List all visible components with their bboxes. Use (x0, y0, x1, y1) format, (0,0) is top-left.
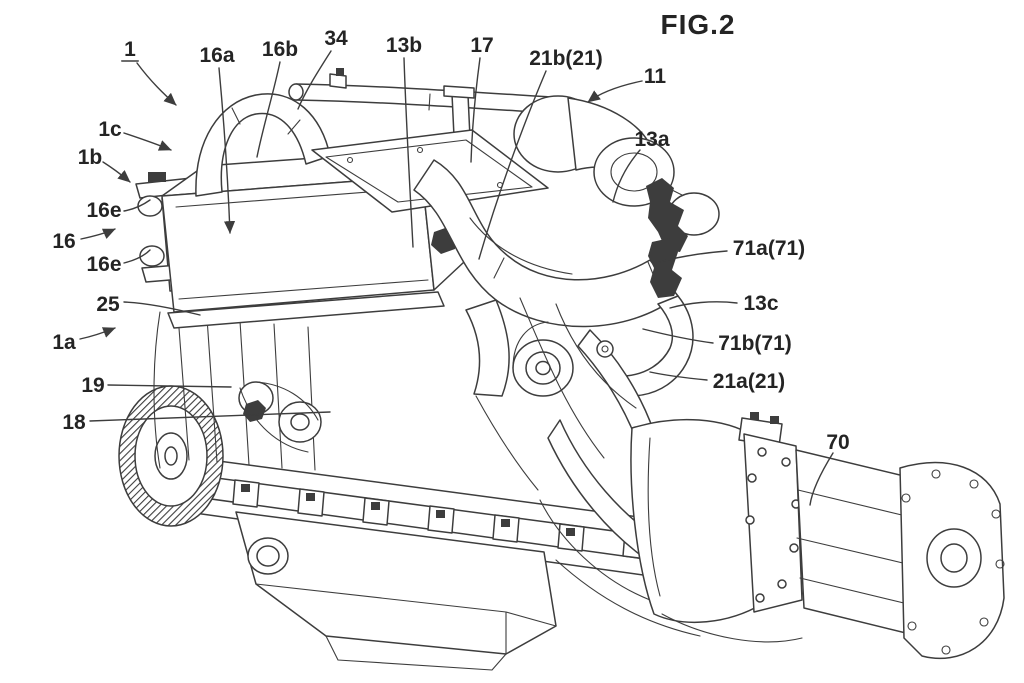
ref-number: 16e (86, 253, 121, 276)
ref-number: 21b(21) (529, 47, 603, 70)
ref-number: 1b (78, 146, 103, 169)
ref-label-21a21-21: 21a(21) (649, 370, 785, 393)
ref-number: 34 (324, 27, 348, 50)
ref-number: 1c (98, 118, 122, 141)
ref-number: 19 (81, 374, 104, 397)
ref-label-16e-11: 16e (86, 199, 151, 222)
ref-number: 16b (262, 38, 298, 61)
ref-number: 13a (634, 128, 669, 151)
ref-label-1a-15: 1a (52, 327, 116, 354)
ref-number: 1 (124, 38, 136, 61)
leader-line (612, 149, 641, 203)
ref-label-19-16: 19 (81, 374, 232, 397)
leader-line (642, 328, 714, 344)
leader-line (403, 57, 414, 248)
ref-number: 25 (96, 293, 120, 316)
leader-line (656, 250, 728, 264)
ref-number: 11 (644, 65, 667, 88)
leader-line (89, 411, 331, 422)
ref-number: 70 (826, 431, 849, 454)
leader-line (123, 301, 201, 316)
leader-line (256, 61, 281, 158)
intake-box (161, 147, 465, 329)
engine-mount-bracket-dark (646, 178, 688, 298)
leader-line (809, 452, 834, 506)
leader-line (669, 301, 738, 309)
ref-number: 18 (62, 411, 86, 434)
turbocharger (512, 321, 574, 397)
leader-line (102, 161, 131, 183)
ref-number: 13b (386, 34, 422, 57)
leader-line (587, 80, 643, 103)
ref-label-25-14: 25 (96, 293, 201, 316)
leader-line (218, 67, 236, 234)
figure-title: FIG.2 (660, 9, 735, 40)
leader-line (478, 70, 547, 260)
ref-label-13a-8: 13a (612, 128, 670, 203)
transmission (630, 412, 1005, 660)
ref-label-70-22: 70 (809, 431, 850, 506)
intake-ducts (413, 159, 694, 397)
ref-label-17-5: 17 (470, 34, 494, 163)
ref-number: 21a(21) (713, 370, 785, 393)
leader-line (123, 132, 172, 151)
leader-line (123, 249, 151, 264)
ref-label-1c-9: 1c (98, 118, 172, 151)
ref-label-16e-13: 16e (86, 249, 151, 276)
air-cleaner-drums (513, 95, 720, 236)
ref-number: 13c (743, 292, 778, 315)
ref-number: 1a (52, 331, 76, 354)
ref-label-16a-1: 16a (199, 44, 236, 234)
leader-line (649, 371, 708, 381)
ref-label-16-12: 16 (52, 228, 116, 253)
ref-number: 16 (52, 230, 75, 253)
ref-number: 17 (470, 34, 493, 57)
ref-label-16b-2: 16b (256, 38, 298, 158)
ref-label-13c-19: 13c (669, 292, 779, 315)
ref-label-18-17: 18 (62, 411, 331, 434)
crank-pulley (118, 385, 224, 527)
leader-line (123, 199, 151, 212)
leader-line (297, 50, 332, 110)
ref-label-71b71-20: 71b(71) (642, 328, 792, 355)
ref-number: 16a (199, 44, 234, 67)
ref-number: 16e (86, 199, 121, 222)
accessory-cluster (238, 381, 322, 453)
leader-line (470, 57, 481, 163)
ref-label-34-3: 34 (297, 27, 348, 110)
ref-number: 71a(71) (733, 237, 805, 260)
leader-line (79, 327, 116, 340)
ref-label-13b-4: 13b (386, 34, 422, 248)
ref-label-21b21-6: 21b(21) (478, 47, 603, 260)
oil-pan (235, 511, 557, 671)
leader-line (80, 228, 116, 240)
ref-label-1-0: 1 (121, 38, 177, 106)
ref-label-71a71-18: 71a(71) (656, 237, 805, 264)
leader-line (107, 384, 232, 388)
ref-number: 71b(71) (718, 332, 792, 355)
reference-labels-layer: 1 16a 16b 34 13b 17 21b(21) 11 13a 1c 1b 16e 16 16e 25… (52, 27, 850, 506)
ref-label-1b-10: 1b (78, 146, 131, 183)
ref-label-11-7: 11 (587, 65, 667, 103)
leader-line (136, 62, 177, 106)
